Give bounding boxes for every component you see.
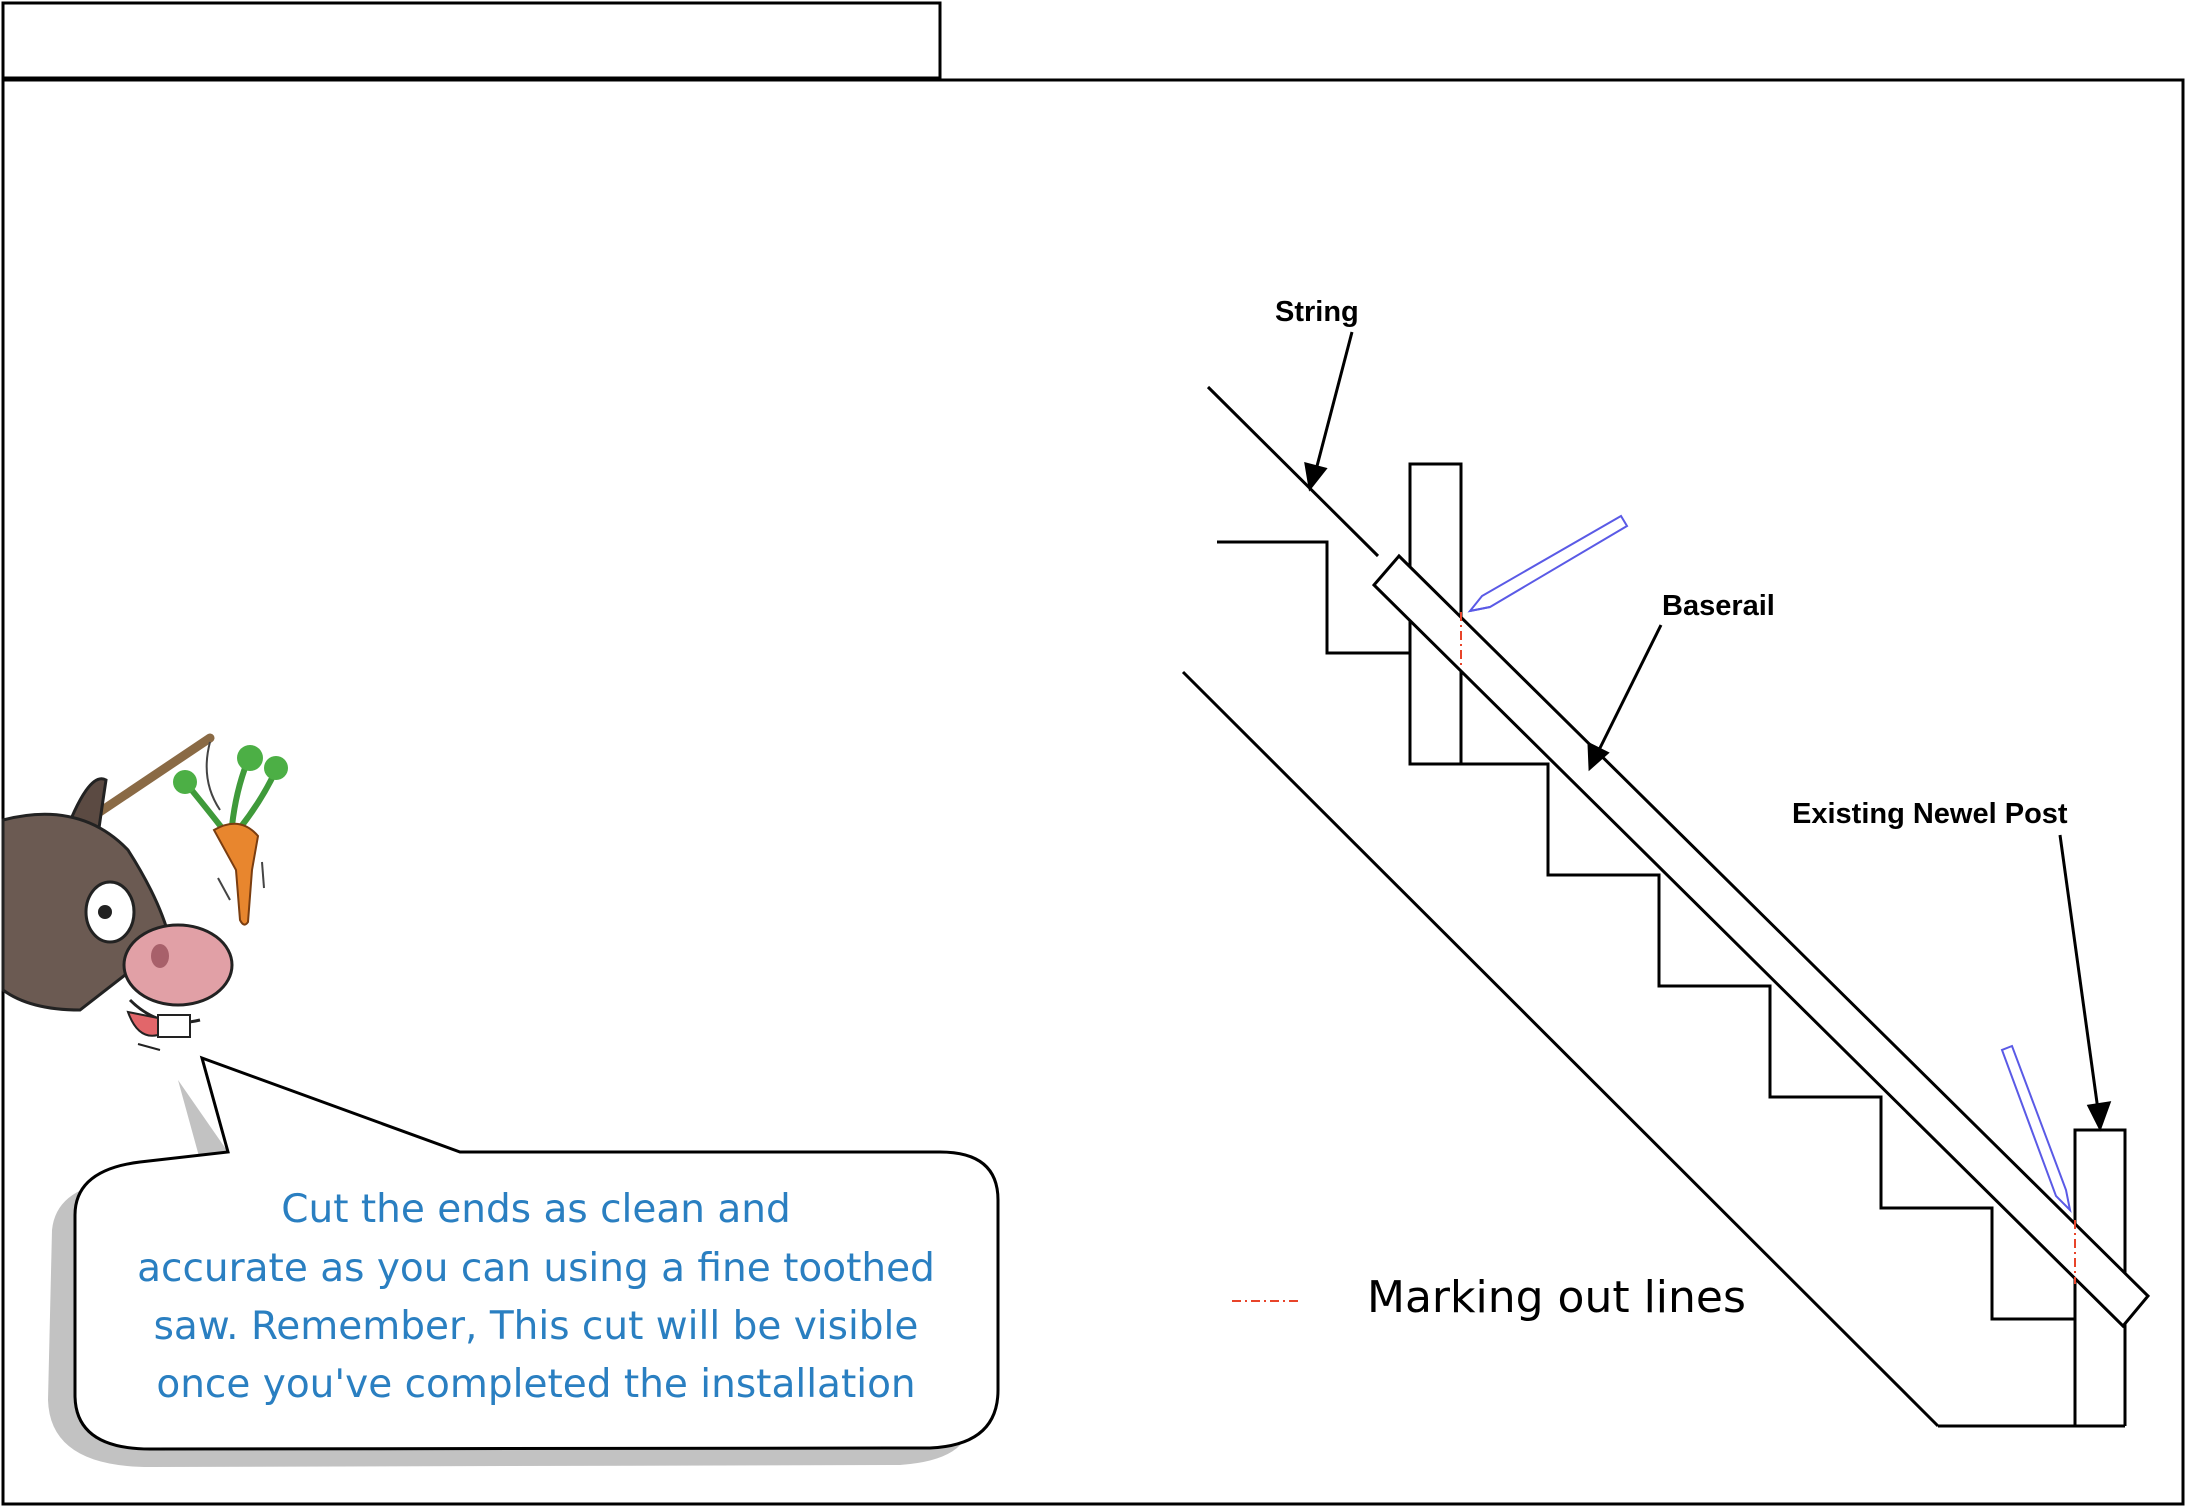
baserail-arrow-line	[1596, 624, 1663, 753]
speech-bubble-line-2: accurate as you can using a fine toothed	[137, 1246, 935, 1291]
title-tab	[1, 1, 942, 80]
staircase	[1181, 385, 2127, 1428]
donkey-tongue	[126, 1010, 159, 1037]
string-lower-line	[1181, 670, 1940, 1428]
donkey-mascot-icon	[1, 733, 234, 1051]
carrot-leaf-2	[237, 745, 263, 771]
speech-bubble: Cut the ends as clean and accurate as yo…	[48, 1055, 1000, 1467]
carrot-motion-1	[217, 877, 231, 901]
pencil-top-lead	[1469, 606, 1491, 612]
string-label: String	[1275, 296, 1359, 328]
speech-bubble-body	[73, 1055, 1000, 1451]
speech-bubble-line-4: once you've completed the installation	[156, 1362, 915, 1407]
carrot-icon	[173, 741, 288, 926]
donkey-nostril	[151, 944, 169, 968]
stair-steps	[1217, 540, 2075, 1321]
speech-bubble-line-3: saw. Remember, This cut will be visible	[154, 1304, 919, 1349]
baserail-label: Baserail	[1662, 590, 1775, 622]
baserail-arrow-head	[1587, 741, 1610, 772]
existing-newel-post-label: Existing Newel Post	[1792, 798, 2068, 830]
marking-lines	[1460, 612, 2076, 1284]
carrot-motion-2	[261, 861, 265, 889]
carrot-leaf-1	[173, 770, 197, 794]
pencil-bottom	[2000, 1044, 2072, 1214]
baserail	[1371, 553, 2151, 1329]
speech-bubble-line-1: Cut the ends as clean and	[281, 1187, 791, 1232]
main-frame	[1, 78, 2185, 1506]
annotations	[1304, 331, 2112, 1132]
legend-marking-label: Marking out lines	[1367, 1272, 1746, 1323]
newel-arrow-head	[2086, 1101, 2112, 1132]
string-arrow-head	[1304, 461, 1328, 492]
string-arrow-line	[1314, 331, 1354, 471]
newel-arrow-line	[2058, 834, 2100, 1111]
string-upper-line	[1206, 385, 1380, 558]
pencil-icon	[1467, 514, 2072, 1214]
donkey-teeth	[157, 1014, 191, 1038]
carrot-body	[212, 822, 260, 926]
carrot-leaf-3	[264, 756, 288, 780]
carrot-string	[205, 741, 221, 811]
donkey-drip	[137, 1043, 161, 1051]
carrot-leaves	[182, 757, 279, 831]
donkey-muzzle	[122, 923, 234, 1007]
pencil-top	[1467, 514, 1629, 613]
donkey-pupil	[98, 905, 112, 919]
